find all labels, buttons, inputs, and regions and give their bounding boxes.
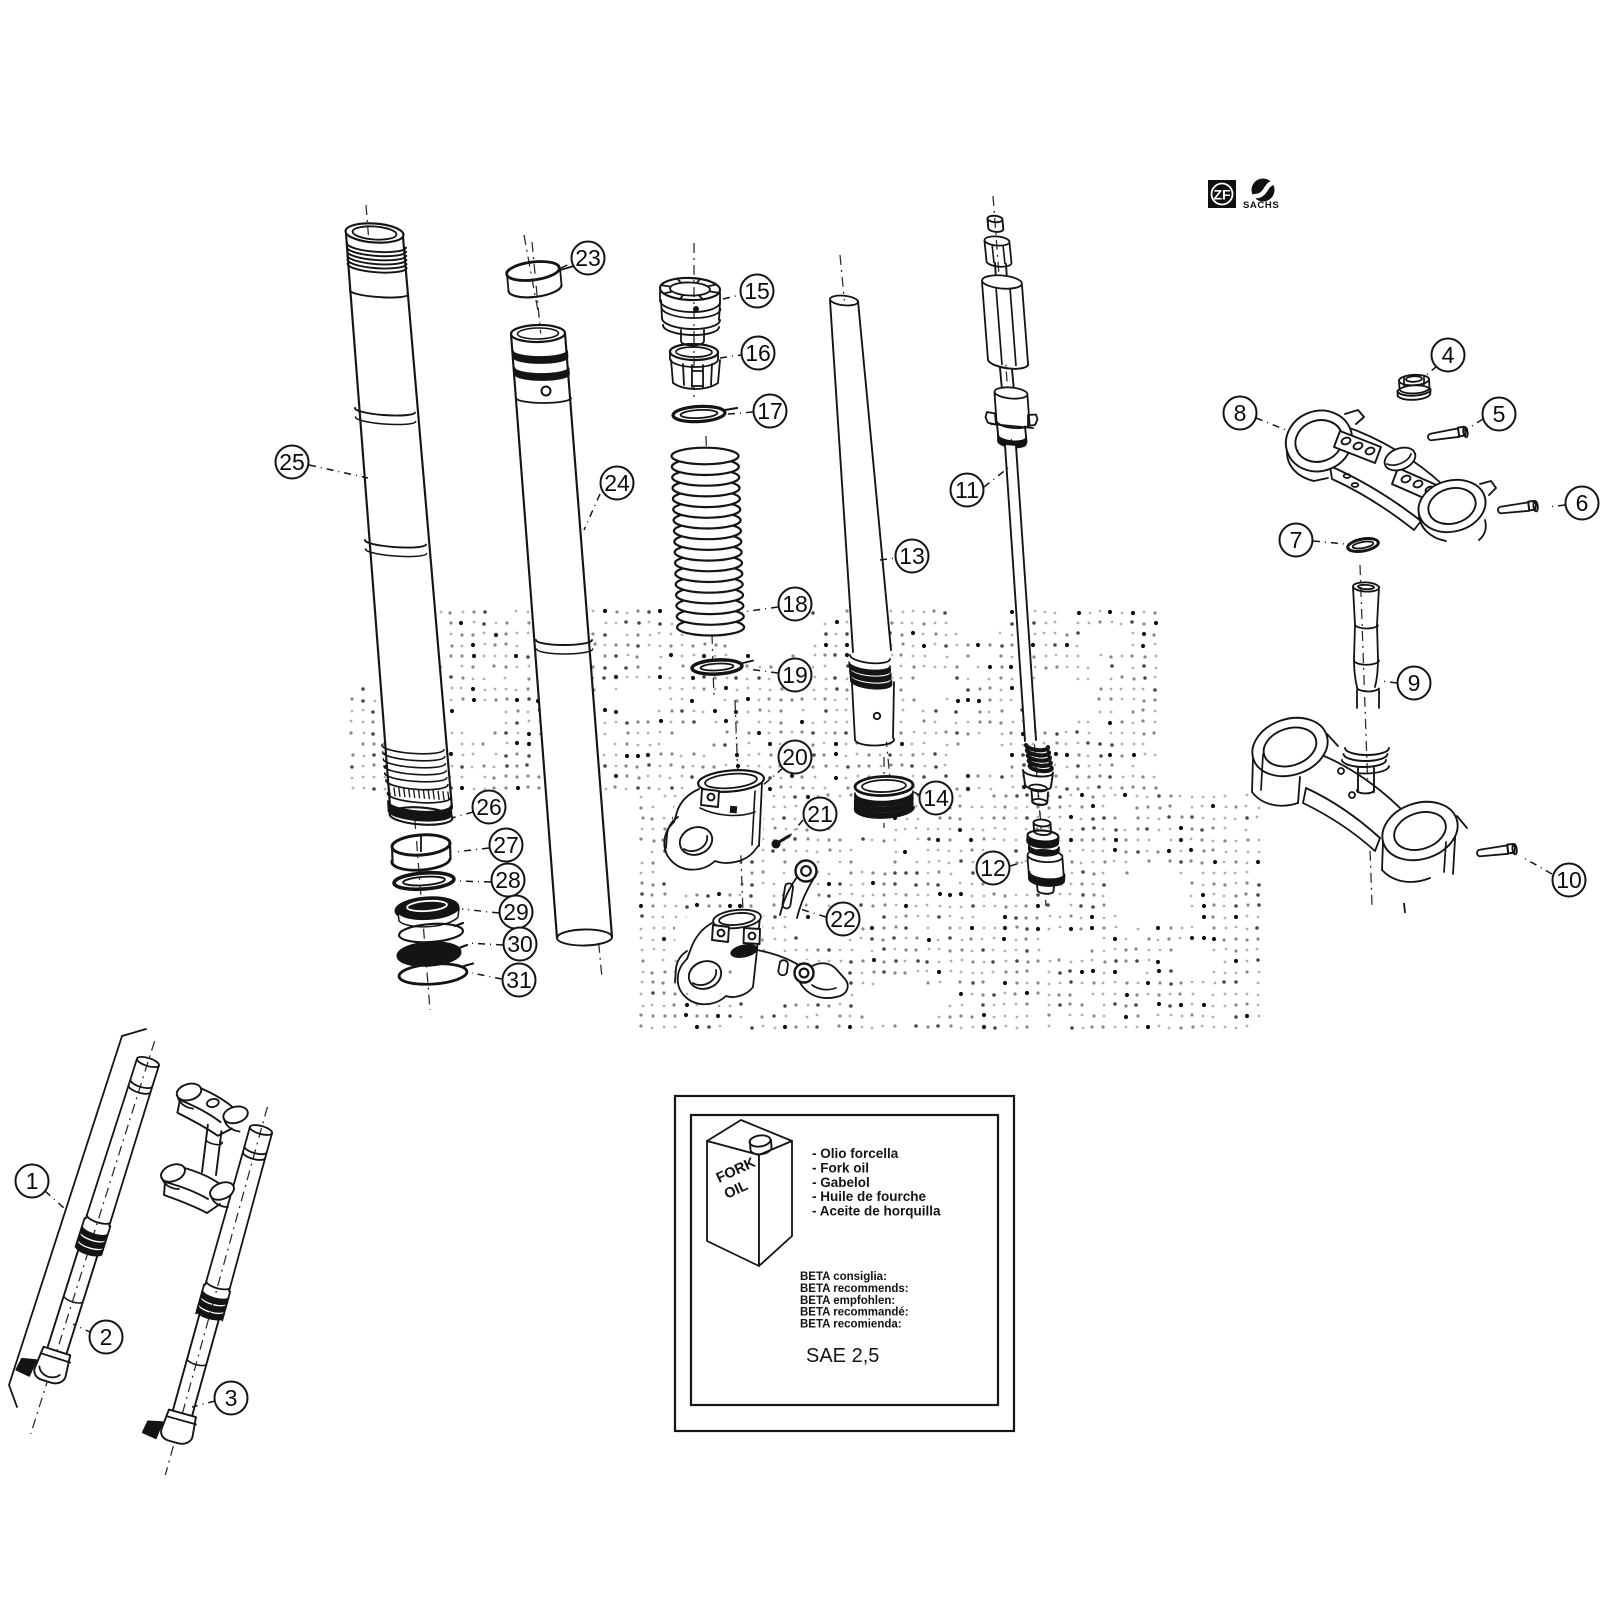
svg-text:16: 16 <box>745 340 771 366</box>
svg-text:17: 17 <box>757 398 783 424</box>
svg-text:SACHS: SACHS <box>1243 200 1279 211</box>
svg-text:5: 5 <box>1493 401 1506 427</box>
svg-text:15: 15 <box>744 278 770 304</box>
svg-text:31: 31 <box>506 967 532 993</box>
svg-text:7: 7 <box>1290 527 1303 553</box>
svg-text:19: 19 <box>782 662 808 688</box>
svg-text:23: 23 <box>575 245 601 271</box>
svg-text:4: 4 <box>1442 342 1455 368</box>
svg-text:- Gabelol: - Gabelol <box>812 1175 870 1190</box>
svg-text:BETA consiglia:: BETA consiglia: <box>800 1271 887 1283</box>
svg-text:18: 18 <box>782 591 808 617</box>
svg-text:12: 12 <box>980 855 1006 881</box>
svg-text:13: 13 <box>899 543 925 569</box>
svg-text:9: 9 <box>1408 670 1421 696</box>
svg-text:1: 1 <box>26 1168 39 1194</box>
svg-text:- Fork oil: - Fork oil <box>812 1160 869 1175</box>
svg-text:BETA recomienda:: BETA recomienda: <box>800 1319 902 1331</box>
svg-text:22: 22 <box>830 906 856 932</box>
svg-text:SAE 2,5: SAE 2,5 <box>806 1345 879 1367</box>
svg-text:BETA empfohlen:: BETA empfohlen: <box>800 1295 895 1307</box>
svg-text:24: 24 <box>604 470 630 496</box>
svg-text:8: 8 <box>1234 400 1247 426</box>
svg-text:- Olio forcella: - Olio forcella <box>812 1146 899 1161</box>
svg-text:11: 11 <box>955 477 979 503</box>
svg-text:2: 2 <box>100 1324 113 1350</box>
svg-text:- Huile de fourche: - Huile de fourche <box>812 1189 927 1204</box>
svg-text:6: 6 <box>1576 490 1589 516</box>
svg-text:ZF: ZF <box>1213 187 1231 203</box>
svg-text:14: 14 <box>923 785 949 811</box>
svg-text:10: 10 <box>1556 867 1582 893</box>
svg-text:3: 3 <box>225 1385 238 1411</box>
svg-text:30: 30 <box>507 931 533 957</box>
svg-text:20: 20 <box>782 744 808 770</box>
svg-text:27: 27 <box>493 832 519 858</box>
svg-text:26: 26 <box>476 794 502 820</box>
svg-text:BETA recommends:: BETA recommends: <box>800 1283 909 1295</box>
svg-text:21: 21 <box>807 801 833 827</box>
svg-text:- Aceite de horquilla: - Aceite de horquilla <box>812 1204 941 1219</box>
svg-text:28: 28 <box>495 867 521 893</box>
svg-text:29: 29 <box>503 899 529 925</box>
svg-text:25: 25 <box>279 449 305 475</box>
svg-text:BETA recommandé:: BETA recommandé: <box>800 1307 909 1319</box>
